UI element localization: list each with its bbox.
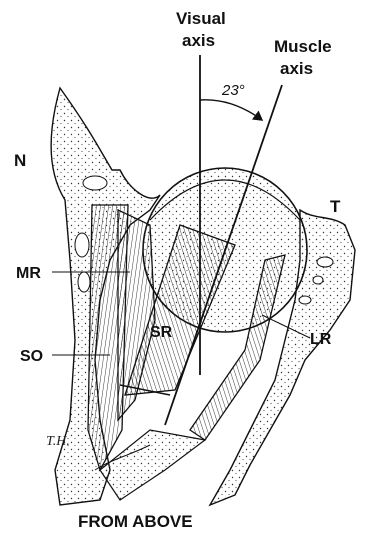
artist-signature: T.H. xyxy=(46,434,70,449)
temporal-label: T xyxy=(330,197,341,216)
superior-rectus-label: SR xyxy=(150,324,173,341)
angle-arc xyxy=(200,100,262,120)
nasal-label: N xyxy=(14,151,26,170)
muscle-axis-label-1: Muscle xyxy=(274,37,332,56)
lateral-rectus-label: LR xyxy=(310,331,332,348)
caption: FROM ABOVE xyxy=(78,512,193,531)
visual-axis-label-1: Visual xyxy=(176,9,226,28)
superior-oblique-label: SO xyxy=(20,348,43,365)
medial-rectus-label: MR xyxy=(16,265,41,282)
muscle-axis-label-2: axis xyxy=(280,59,313,78)
visual-axis-label-2: axis xyxy=(182,31,215,50)
angle-label: 23° xyxy=(221,82,245,99)
